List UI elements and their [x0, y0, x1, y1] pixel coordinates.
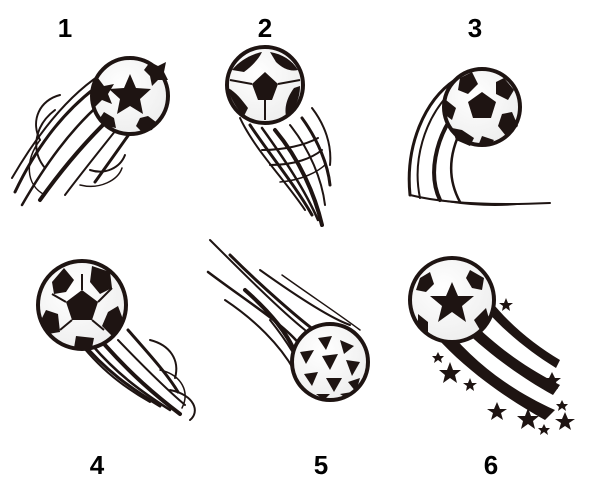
- soccer-ball-triangle-panels-icon: [206, 239, 370, 402]
- ball-number-6: 6: [483, 450, 499, 480]
- ball-number-2: 2: [257, 13, 273, 43]
- soccer-ball-star-panels-icon: [11, 56, 170, 207]
- soccer-ball-classic-icon: [407, 67, 551, 206]
- ball-number-1: 1: [57, 13, 73, 43]
- soccer-ball-curved-panels-icon: [225, 45, 332, 227]
- soccer-ball-pentagon-hex-icon: [36, 259, 196, 421]
- ball-number-3: 3: [467, 13, 483, 43]
- decorative-stars: [432, 298, 575, 435]
- soccer-ball-star-with-stars-icon: [408, 256, 575, 435]
- ball-number-5: 5: [313, 450, 329, 480]
- ball-number-4: 4: [89, 450, 105, 480]
